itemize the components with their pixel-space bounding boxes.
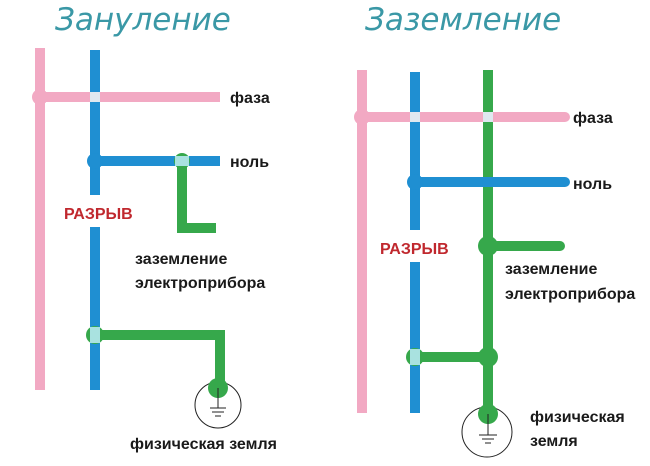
crossing [410,112,420,122]
right-title: Заземление [365,2,561,38]
earth-wire [95,330,225,385]
neutral-label: ноль [230,154,269,171]
ground-label: физическая земля [130,436,277,453]
device-earth-wire [177,161,216,233]
ground-label-2: земля [530,433,578,450]
ground-symbol-icon [461,404,513,458]
junction [410,349,420,365]
left-panel-zeroing: Зануление фаза ноль РАЗРЫВ заземление [32,2,277,453]
junction [354,109,370,125]
ground-label-1: физическая [530,409,625,426]
break-label: РАЗРЫВ [64,206,133,223]
junction [175,156,189,166]
neutral-label: ноль [573,176,612,193]
phase-label: фаза [573,110,613,127]
junction [478,347,498,367]
crossing [483,112,493,122]
device-earth-label-2: электроприбора [135,275,265,292]
junction [478,236,498,256]
break-label: РАЗРЫВ [380,241,449,258]
device-earth-label-2: электроприбора [505,286,635,303]
device-earth-label-1: заземление [135,251,227,268]
junction [87,153,103,169]
ground-symbol-icon [194,378,242,429]
junction [90,327,100,343]
device-earth-label-1: заземление [505,261,597,278]
junction [32,89,48,105]
right-panel-grounding: Заземление фаза ноль РАЗРЫВ [354,2,635,458]
junction [407,174,423,190]
crossing [90,92,100,102]
phase-label: фаза [230,90,270,107]
left-title: Зануление [55,2,231,38]
